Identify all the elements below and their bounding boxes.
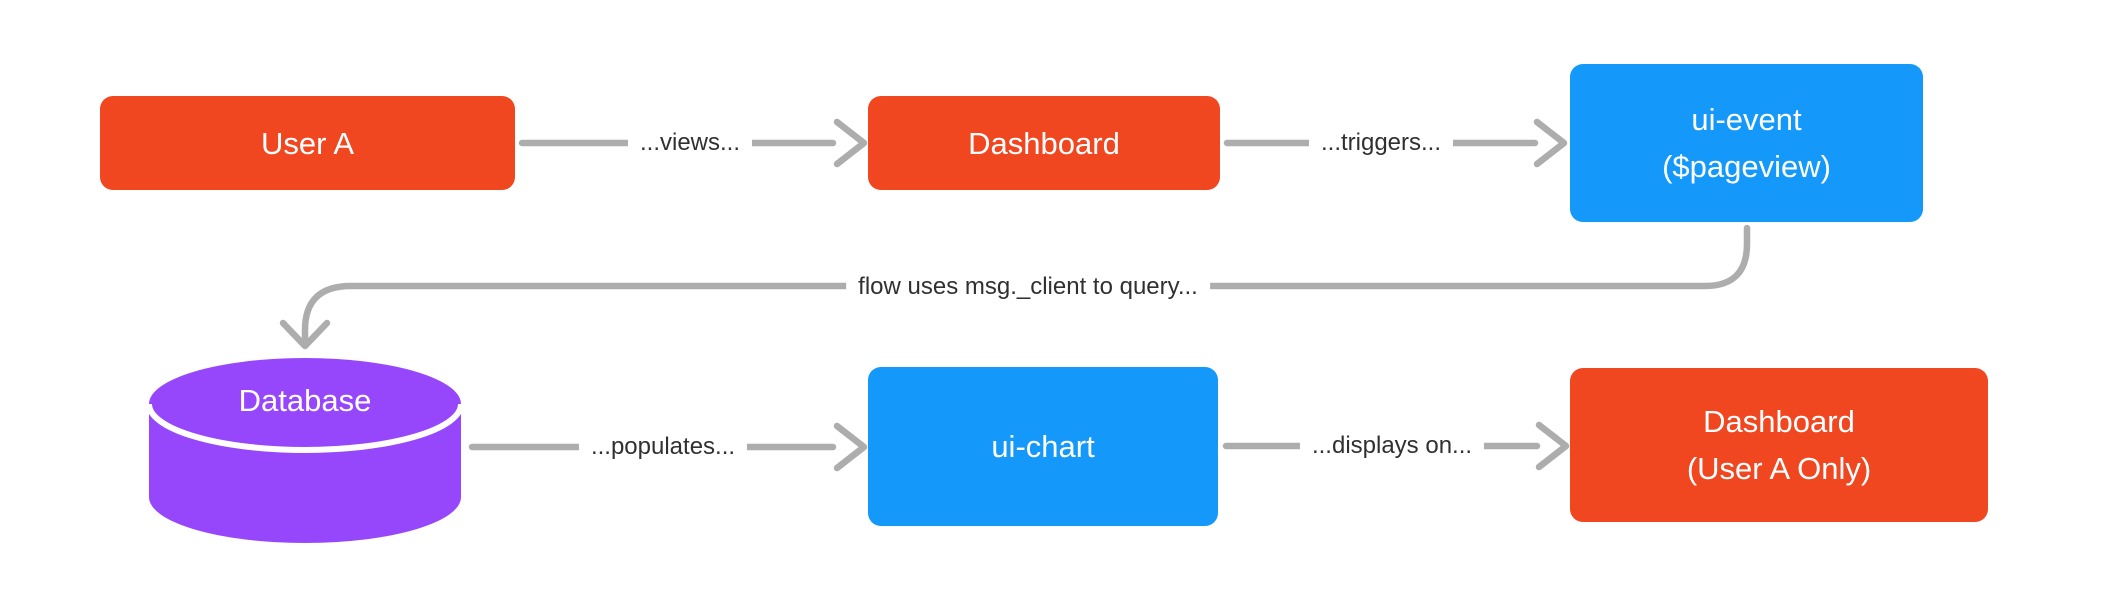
- node-database-label: Database: [238, 383, 372, 418]
- node-ui-chart-label: ui-chart: [991, 429, 1095, 464]
- arrow-views-head-icon: [833, 118, 868, 168]
- node-ui-event-label-line1: ui-event: [1691, 102, 1802, 137]
- node-dashboard-user-a-label-line1: Dashboard: [1703, 404, 1855, 439]
- edge-query-label: flow uses msg._client to query...: [846, 269, 1210, 305]
- edge-populates-label: ...populates...: [578, 429, 748, 465]
- arrow-displays-head-icon: [1535, 421, 1570, 471]
- edge-displays-label: ...displays on...: [1299, 428, 1485, 464]
- node-dashboard-user-a-label-line2: (User A Only): [1686, 451, 1872, 486]
- arrow-triggers-head-icon: [1533, 118, 1568, 168]
- edge-views-label: ...views...: [627, 125, 753, 161]
- arrow-query-curve: [301, 224, 1751, 342]
- database-cylinder-separator: [146, 403, 464, 453]
- arrow-populates-head-icon: [833, 422, 868, 472]
- node-dashboard-label: Dashboard: [968, 125, 1120, 161]
- node-ui-event: ui-event ($pageview): [1570, 64, 1923, 222]
- node-ui-event-label-line2: ($pageview): [1662, 149, 1831, 184]
- node-dashboard-user-a: Dashboard (User A Only): [1570, 368, 1988, 522]
- arrow-query-head-icon: [279, 319, 331, 350]
- node-ui-chart: ui-chart: [868, 367, 1218, 526]
- node-dashboard: Dashboard: [868, 96, 1220, 190]
- database-cylinder-icon: [146, 358, 464, 543]
- edge-triggers-label: ...triggers...: [1308, 125, 1454, 161]
- node-user-a: User A: [100, 96, 515, 190]
- node-user-a-label: User A: [260, 125, 355, 161]
